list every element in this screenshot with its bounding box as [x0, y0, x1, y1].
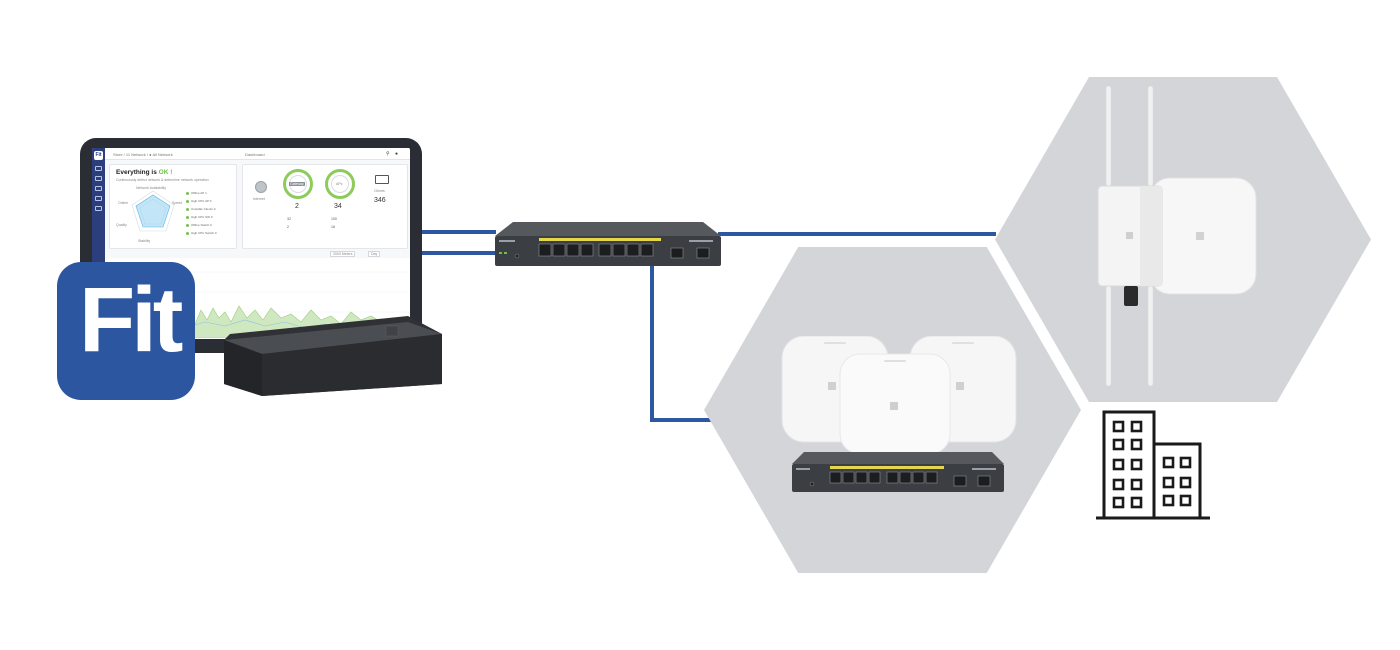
radar-label-quality: Quality — [116, 223, 127, 227]
nav-cloud-icon[interactable] — [95, 196, 102, 201]
clients-count: 346 — [374, 197, 386, 204]
gateway-count: 2 — [295, 203, 299, 210]
status-headline: Everything is OK ! — [116, 169, 173, 176]
aps-ring[interactable] — [325, 169, 355, 199]
topology-card: Internet Gateway 2 APs 34 Clients 346 32… — [242, 164, 408, 249]
breadcrumb[interactable]: Store / 11 Network / ● All Network — [113, 152, 173, 157]
list-item[interactable]: Unstable Clients 0 — [186, 207, 215, 211]
status-subtitle: Continuously detect network & determine … — [116, 178, 209, 182]
aps-sub-online: 100 — [331, 217, 337, 221]
internet-label: Internet — [253, 197, 265, 201]
bell-icon[interactable]: ● — [395, 151, 399, 157]
list-item[interactable]: High CPU Switch 0 — [186, 231, 217, 235]
range-select[interactable]: 2000 Meters — [330, 251, 356, 257]
monitor-icon — [375, 175, 389, 184]
poe-switch-indoor — [792, 452, 1004, 492]
nav-clients-icon[interactable] — [95, 186, 102, 191]
link-tablet-switch-upper — [420, 230, 496, 234]
radar-label-speed: Speed — [172, 201, 183, 205]
gateway-sub-online: 32 — [287, 217, 291, 221]
search-icon[interactable]: ⚲ — [386, 151, 390, 157]
link-switch-down — [650, 262, 654, 422]
top-bar: Store / 11 Network / ● All Network Dashb… — [105, 148, 410, 160]
aps-label: APs — [336, 182, 343, 186]
gateway-sub-offline: 2 — [287, 225, 289, 229]
nav-dashboard-icon[interactable] — [95, 166, 102, 171]
radar-label-online: Online — [118, 201, 129, 205]
list-item[interactable]: Offline AP 1 — [186, 191, 207, 195]
gateway-label: Gateway — [289, 182, 305, 186]
radar-label-stability: Stability — [138, 239, 151, 243]
link-switch-outdoor — [718, 232, 996, 236]
hardware-controller — [224, 316, 442, 396]
aps-sub-offline: 16 — [331, 225, 335, 229]
status-card: Everything is OK ! Continuously detect n… — [109, 164, 237, 249]
clients-label: Clients — [374, 189, 385, 193]
ceiling-access-points — [781, 336, 1017, 454]
link-switch-indoor — [650, 418, 712, 422]
aps-count: 34 — [334, 203, 342, 210]
page-title: Dashboard — [245, 152, 265, 157]
radar-title: Network Availability — [136, 186, 167, 190]
outdoor-access-points — [1097, 86, 1257, 387]
nav-devices-icon[interactable] — [95, 176, 102, 181]
period-select[interactable]: Day — [368, 251, 381, 257]
availability-radar-chart — [131, 190, 175, 232]
app-logo: Fit — [94, 151, 103, 160]
fit-logo: Fit — [57, 262, 195, 400]
list-item[interactable]: High CPU SW 0 — [186, 215, 213, 219]
poe-switch-main — [495, 222, 721, 266]
list-item[interactable]: High CPU AP 0 — [186, 199, 211, 203]
nav-settings-icon[interactable] — [95, 206, 102, 211]
list-item[interactable]: Offline Switch 0 — [186, 223, 212, 227]
internet-globe-icon — [255, 181, 267, 193]
fit-logo-text: Fit — [79, 269, 183, 371]
link-tablet-switch-lower — [420, 251, 496, 255]
building-icon — [1096, 410, 1210, 520]
